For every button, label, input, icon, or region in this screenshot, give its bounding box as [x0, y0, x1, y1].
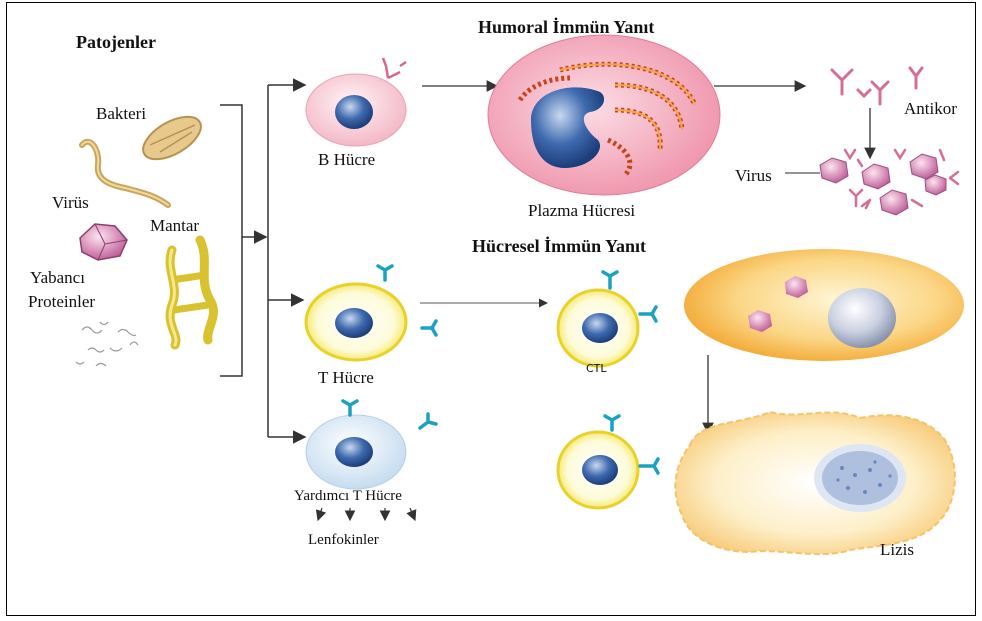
virus-complex-label: Virus — [735, 166, 772, 186]
plasma-cell-label: Plazma Hücresi — [528, 201, 635, 221]
ctl-cell-shape — [558, 272, 656, 366]
virus-antibody-complex-icons — [820, 150, 958, 215]
foreign-proteins-icon — [76, 322, 138, 366]
t-cell-shape — [306, 266, 436, 360]
pathogen-bracket — [220, 85, 305, 437]
humoral-response-title: Humoral İmmün Yanıt — [478, 17, 654, 38]
virus-icon — [80, 224, 127, 260]
lymphokines-label: Lenfokinler — [308, 532, 379, 549]
b-cell-shape — [306, 58, 406, 146]
ctl-cell-2-shape — [558, 416, 658, 508]
foreign-proteins-label-2: Proteinler — [28, 292, 95, 312]
lysing-cell-shape — [675, 412, 955, 554]
pathogens-title: Patojenler — [76, 32, 156, 53]
lymphokine-arrows — [318, 508, 415, 520]
antibody-label: Antikor — [904, 99, 957, 119]
bacteria-label: Bakteri — [96, 104, 146, 124]
plasma-cell-shape — [488, 35, 720, 195]
t-cell-label: T Hücre — [318, 368, 374, 388]
b-cell-label: B Hücre — [318, 150, 375, 170]
ctl-label: CTL — [586, 362, 607, 375]
bacterium-icon — [136, 108, 207, 168]
helper-t-cell-label: Yardımcı T Hücre — [294, 488, 402, 505]
fungus-label: Mantar — [150, 216, 199, 236]
cellular-response-title: Hücresel İmmün Yanıt — [472, 236, 646, 257]
infected-target-cell-shape — [684, 249, 964, 361]
virus-label: Virüs — [52, 193, 89, 213]
foreign-proteins-label-1: Yabancı — [30, 268, 85, 288]
fungus-icon — [170, 240, 213, 345]
helper-t-cell-shape — [306, 401, 436, 489]
lysis-label: Lizis — [880, 540, 914, 560]
